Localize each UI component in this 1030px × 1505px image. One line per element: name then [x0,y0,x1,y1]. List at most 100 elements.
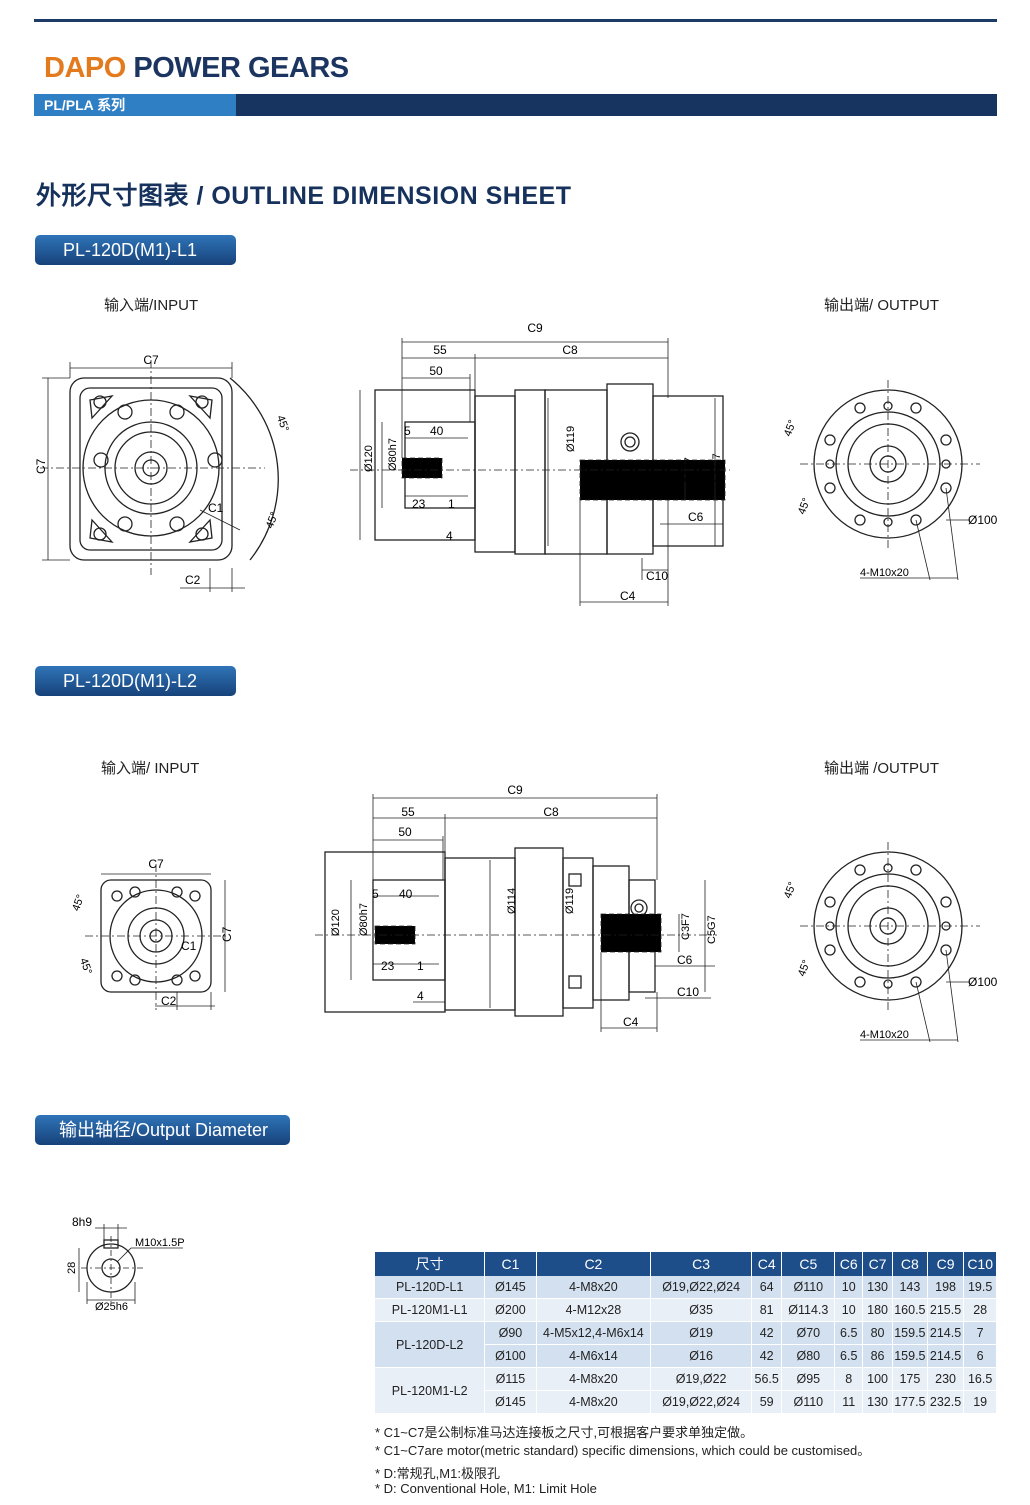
brand-name-blue: POWER GEARS [133,52,349,84]
table-cell: 19.5 [963,1276,997,1299]
header-c8: C8 [892,1252,928,1276]
brand-name-orange: DAPO [44,52,126,84]
output-shaft-section-drawing: 8h9 M10x1.5P 28 Ø25h6 [66,1215,185,1313]
model-cell: PL-120M1-L1 [375,1298,486,1322]
table-cell: 177.5 [892,1390,928,1414]
header-c4: C4 [751,1252,783,1276]
c10-dim-l2: C10 [677,985,699,999]
header-c5: C5 [781,1252,836,1276]
phi100-dim-l2: Ø100 [968,975,998,989]
dim-23: 23 [412,497,426,511]
header-c10: C10 [963,1252,997,1276]
top-rule [34,19,997,22]
table-row: PL-120M1-L1 Ø200 4-M12x28 Ø35 81 Ø114.3 … [375,1298,997,1322]
table-cell: 230 [927,1367,965,1391]
table-cell: 159.5 [892,1344,928,1368]
table-cell: Ø90 [484,1321,537,1345]
table-cell: 10 [834,1276,864,1299]
table-cell: 159.5 [892,1321,928,1345]
table-cell: 232.5 [927,1390,965,1414]
angle-label-upper: 45° [274,414,290,434]
dim-50-l2: 50 [398,825,412,839]
c1-dim: C1 [208,501,224,515]
dim-55: 55 [433,343,447,357]
table-cell: Ø19,Ø22 [650,1367,752,1391]
model-cell: PL-120D-L2 [375,1321,486,1368]
table-cell: 175 [892,1367,928,1391]
dim-40-l2: 40 [399,887,413,901]
table-cell: Ø19,Ø22,Ø24 [650,1390,752,1414]
table-cell: 4-M8x20 [536,1276,652,1299]
output-label-l1: 输出端/ OUTPUT [824,297,939,314]
table-cell: Ø145 [484,1390,537,1414]
table-cell: 19 [963,1390,997,1414]
phi120-dim-l2: Ø120 [330,909,342,936]
output-label-l2: 输出端 /OUTPUT [824,760,939,777]
table-cell: Ø110 [781,1276,836,1299]
model-cell: PL-120M1-L2 [375,1367,486,1414]
table-cell: 180 [862,1298,893,1322]
dim-4-l2: 4 [417,989,424,1003]
table-row: PL-120M1-L2 Ø115 4-M8x20 Ø19,Ø22 56.5 Ø9… [375,1367,997,1414]
angle-label-l2-upper: 45° [70,893,87,913]
table-header-row: 尺寸 C1 C2 C3 C4 C5 C6 C7 C8 C9 C10 [375,1252,997,1276]
note-line-4: * D: Conventional Hole, M1: Limit Hole [375,1481,597,1496]
table-cell: Ø80 [781,1344,836,1368]
table-cell: 42 [751,1344,783,1368]
l2-output-view-drawing: Ø100 4-M10x20 45° 45° [782,842,998,1043]
angle-label-lower: 45° [264,510,281,530]
c10-dim: C10 [646,569,668,583]
table-cell: Ø110 [781,1390,836,1414]
brand-logo: DAPO POWER GEARS [44,52,349,85]
c5-dim-l2: C5G7 [706,915,718,944]
table-cell: 160.5 [892,1298,928,1322]
bolt-spec: 4-M10x20 [860,567,909,579]
table-row: Ø145 4-M8x20 Ø19,Ø22,Ø24 59 Ø110 11 130 … [375,1390,997,1414]
output-diameter-title: 输出轴径/Output Diameter [35,1115,290,1145]
table-cell: 8 [834,1367,864,1391]
c9-dim: C9 [527,321,543,335]
c3-dim: C3F7 [683,457,695,484]
table-cell: 4-M8x20 [536,1390,652,1414]
angle-label-out-upper: 45° [782,418,799,438]
l1-output-view-drawing: Ø100 4-M10x20 45° 45° [782,380,998,581]
table-cell: 6 [963,1344,997,1368]
note-line-2: * C1~C7are motor(metric standard) specif… [375,1443,871,1458]
l1-side-view-drawing: C9 C8 55 50 40 5 23 1 4 Ø120 Ø80h7 Ø119 … [350,321,730,606]
table-row: PL-120D-L1 Ø145 4-M8x20 Ø19,Ø22,Ø24 64 Ø… [375,1276,997,1299]
dim-4: 4 [446,529,453,543]
note-line-3: * D:常规孔,M1:极限孔 [375,1466,500,1481]
c2-dim: C2 [185,573,201,587]
table-cell: 42 [751,1321,783,1345]
c7-top-dim-l2: C7 [148,857,164,871]
c6-dim: C6 [688,510,704,524]
c9-dim-l2: C9 [507,783,523,797]
table-cell: Ø114.3 [781,1298,836,1322]
table-cell: 11 [834,1390,864,1414]
table-cell: 80 [862,1321,893,1345]
table-cell: 7 [963,1321,997,1345]
header-c2: C2 [536,1252,652,1276]
input-label-l1: 输入端/INPUT [104,297,199,314]
model-title-l1: PL-120D(M1)-L1 [35,235,236,265]
table-cell: 4-M12x28 [536,1298,652,1322]
table-cell: Ø19,Ø22,Ø24 [650,1276,752,1299]
height-dim: 28 [66,1262,78,1274]
table-cell: 81 [751,1298,783,1322]
header-c6: C6 [834,1252,864,1276]
angle-label-out-l2-upper: 45° [782,880,799,900]
table-cell: 86 [862,1344,893,1368]
dim-40: 40 [430,424,444,438]
table-cell: Ø100 [484,1344,537,1368]
dim-5: 5 [404,424,411,438]
phi80-dim: Ø80h7 [387,438,399,471]
table-cell: 130 [862,1276,893,1299]
table-cell: 64 [751,1276,783,1299]
table-cell: Ø95 [781,1367,836,1391]
c3-dim-l2: C3F7 [680,913,692,940]
table-cell: 214.5 [927,1321,965,1345]
c7-side-dim: C7 [34,458,48,474]
l2-side-view-drawing: C9 C8 55 50 40 5 23 1 4 Ø120 Ø80h7 Ø114 … [315,783,718,1032]
c2-dim-l2: C2 [161,994,177,1008]
header-c7: C7 [862,1252,893,1276]
